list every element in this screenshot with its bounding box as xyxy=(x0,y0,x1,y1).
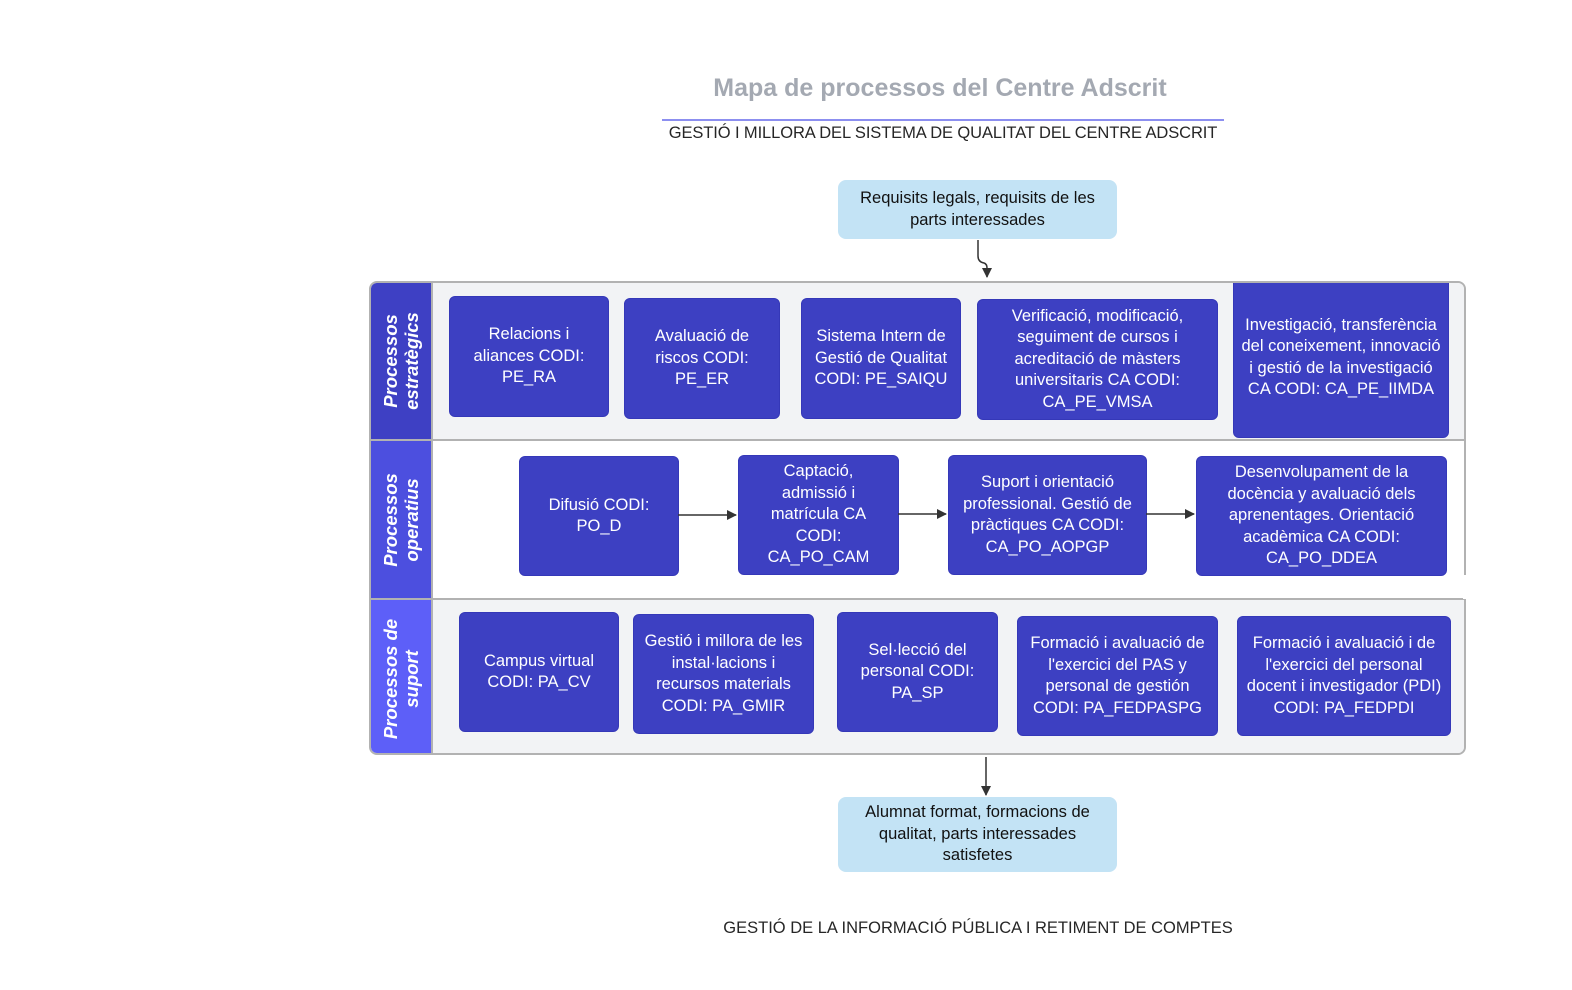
input-requirements-text: Requisits legals, requisits de les parts… xyxy=(860,189,1095,229)
process-ca-po-cam[interactable]: Captació, admissió i matrícula CA CODI: … xyxy=(738,455,899,575)
process-pa-gmir[interactable]: Gestió i millora de les instal·lacions i… xyxy=(633,614,814,734)
process-label: Campus virtual CODI: PA_CV xyxy=(483,651,595,692)
process-label: Desenvolupament de la docència y avaluac… xyxy=(1227,463,1416,568)
process-pe-er[interactable]: Avaluació de riscos CODI: PE_ER xyxy=(624,298,780,419)
process-label: Verificació, modificació, seguiment de c… xyxy=(1011,306,1184,411)
process-ca-pe-iimda[interactable]: Investigació, transferència del coneixem… xyxy=(1233,283,1449,438)
lane-support: Processos de suport Campus virtual CODI:… xyxy=(371,600,1464,753)
lane-label-operative: Processos operatius xyxy=(380,473,422,567)
lane-label-line: Processos de xyxy=(380,618,402,739)
lane-label-line: estratègics xyxy=(401,312,423,410)
process-pe-ra[interactable]: Relacions i aliances CODI: PE_RA xyxy=(449,296,609,417)
process-label: Relacions i aliances CODI: PE_RA xyxy=(473,325,585,387)
process-pe-saiqu[interactable]: Sistema Intern de Gestió de Qualitat COD… xyxy=(801,298,961,419)
public-info-label: GESTIÓ DE LA INFORMACIÓ PÚBLICA I RETIME… xyxy=(723,919,1233,937)
process-pa-fedpaspg[interactable]: Formació i avaluació de l'exercici del P… xyxy=(1017,616,1218,736)
lane-label-line: Processos xyxy=(380,472,401,567)
process-label: Suport i orientació professional. Gestió… xyxy=(963,473,1132,556)
process-pool: Processos estratègics Relacions i alianc… xyxy=(369,281,1466,755)
lane-label-strategic: Processos estratègics xyxy=(380,312,422,410)
lane-label-support: Processos de suport xyxy=(380,618,422,738)
process-label: Sistema Intern de Gestió de Qualitat COD… xyxy=(814,327,948,389)
output-results-text: Alumnat format, formacions de qualitat, … xyxy=(865,803,1090,865)
process-pa-cv[interactable]: Campus virtual CODI: PA_CV xyxy=(459,612,619,732)
process-label: Gestió i millora de les instal·lacions i… xyxy=(644,632,803,715)
process-label: Formació i avaluació i de l'exercici del… xyxy=(1246,634,1442,717)
process-label: Avaluació de riscos CODI: PE_ER xyxy=(654,327,750,389)
quality-system-label: GESTIÓ I MILLORA DEL SISTEMA DE QUALITAT… xyxy=(668,124,1218,142)
lane-label-line: operatius xyxy=(401,477,422,562)
lane-operative: Processos operatius Difusió CODI: PO_D C… xyxy=(371,441,1464,600)
process-label: Difusió CODI: PO_D xyxy=(548,495,650,536)
input-requirements-box[interactable]: Requisits legals, requisits de les parts… xyxy=(838,180,1117,239)
process-label: Sel·lecció del personal CODI: PA_SP xyxy=(860,640,975,702)
process-po-d[interactable]: Difusió CODI: PO_D xyxy=(519,456,679,576)
lane-header-strategic: Processos estratègics xyxy=(371,283,433,439)
lane-label-line: suport xyxy=(401,649,423,708)
process-pa-sp[interactable]: Sel·lecció del personal CODI: PA_SP xyxy=(837,612,998,732)
lane-header-support: Processos de suport xyxy=(371,600,433,753)
process-label: Captació, admissió i matrícula CA CODI: … xyxy=(767,462,870,567)
process-ca-pe-vmsa[interactable]: Verificació, modificació, seguiment de c… xyxy=(977,299,1218,420)
output-results-box[interactable]: Alumnat format, formacions de qualitat, … xyxy=(838,797,1117,872)
lane-strategic: Processos estratègics Relacions i alianc… xyxy=(371,283,1464,441)
diagram-title: Mapa de processos del Centre Adscrit xyxy=(713,74,1167,102)
lane-label-line: Processos xyxy=(380,314,402,408)
process-label: Formació i avaluació de l'exercici del P… xyxy=(1030,634,1205,717)
lane-header-operative: Processos operatius xyxy=(371,441,433,598)
process-label: Investigació, transferència del coneixem… xyxy=(1241,315,1441,399)
process-ca-po-aopgp[interactable]: Suport i orientació professional. Gestió… xyxy=(948,455,1147,575)
process-pa-fedpdi[interactable]: Formació i avaluació i de l'exercici del… xyxy=(1237,616,1451,736)
arrow-input-to-pool xyxy=(977,240,992,278)
title-underline xyxy=(662,119,1224,121)
process-ca-po-ddea[interactable]: Desenvolupament de la docència y avaluac… xyxy=(1196,456,1447,576)
pool-border-gap xyxy=(1463,575,1469,599)
